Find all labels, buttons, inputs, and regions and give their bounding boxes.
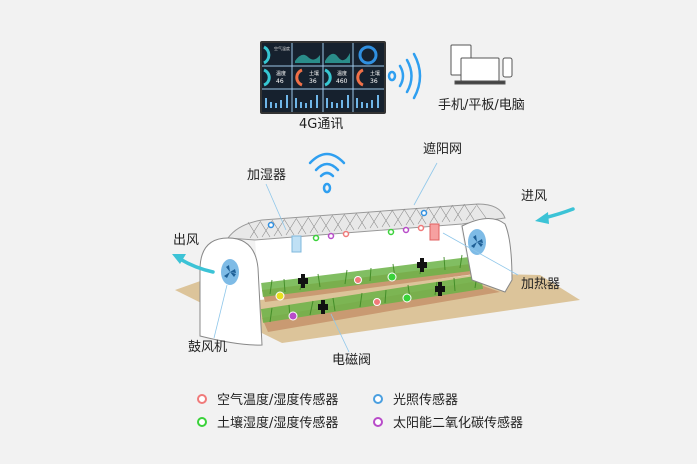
wifi-icon <box>308 152 346 194</box>
heater-label: 加热器 <box>521 277 561 292</box>
tile-title: 土壤 <box>370 71 381 77</box>
air-sensor-dot-icon <box>197 393 207 404</box>
air-sensors <box>312 224 425 242</box>
humidifier-icon <box>291 235 302 253</box>
soil-sensors <box>275 272 412 321</box>
tile-title: 土壤 <box>309 71 320 77</box>
devices-icon <box>450 44 513 85</box>
legend-item-co2-sensor: 太阳能二氧化碳传感器 <box>373 412 523 431</box>
blower-fan-icon <box>221 259 239 285</box>
humidifier-label: 加湿器 <box>247 168 287 183</box>
heater-icon <box>429 223 440 241</box>
greenhouse-front-arch <box>199 237 263 346</box>
tile-title: 温度 <box>276 71 287 77</box>
legend-label: 空气温度/湿度传感器 <box>217 393 339 408</box>
shade-net-label: 遮阳网 <box>423 142 463 157</box>
light-sensors <box>267 209 428 229</box>
tile-value: 36 <box>370 78 378 85</box>
dashboard-graphics <box>262 43 384 112</box>
legend-label: 太阳能二氧化碳传感器 <box>393 416 524 431</box>
tile-value: 46 <box>276 78 284 85</box>
legend-item-soil-sensor: 土壤湿度/湿度传感器 <box>197 412 338 431</box>
shade-net-roof <box>227 203 506 241</box>
air-in-label: 进风 <box>521 189 548 204</box>
co2-sensor-dot-icon <box>373 416 383 427</box>
intake-fan-icon <box>468 229 486 255</box>
light-sensor-dot-icon <box>373 393 383 404</box>
legend-item-air-sensor: 空气温度/湿度传感器 <box>197 389 338 408</box>
dashboard-label: 4G通讯 <box>299 117 344 132</box>
tile-title: 空气温度 <box>274 46 290 51</box>
signal-waves-icon <box>387 52 422 100</box>
solenoid-valve-label: 电磁阀 <box>332 353 372 368</box>
grass <box>260 257 484 323</box>
tile-value: 36 <box>309 78 317 85</box>
devices-label: 手机/平板/电脑 <box>438 98 525 113</box>
air-out-arrow-icon <box>178 257 215 274</box>
legend-item-light-sensor: 光照传感器 <box>373 389 458 408</box>
legend-label: 土壤湿度/湿度传感器 <box>217 416 339 431</box>
tile-title: 温度 <box>337 71 348 77</box>
soil-sensor-dot-icon <box>197 416 207 427</box>
blower-label: 鼓风机 <box>188 340 228 355</box>
dashboard-screen: 空气温度 温度 46 土壤 36 温度 460 土壤 36 <box>260 41 386 114</box>
air-out-label: 出风 <box>173 233 200 248</box>
legend-label: 光照传感器 <box>393 393 459 408</box>
solenoid-valve-icon <box>298 258 445 314</box>
tile-value: 460 <box>336 78 348 85</box>
